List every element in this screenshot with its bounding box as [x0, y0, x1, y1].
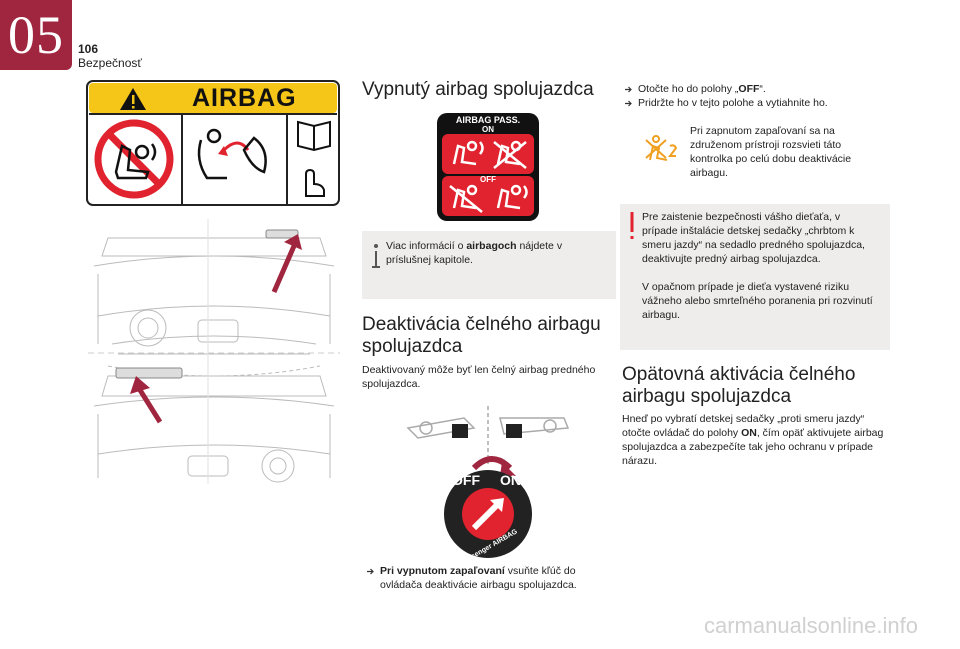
chapter-tab: 05 — [0, 0, 72, 70]
dashboard-illustration — [88, 216, 340, 484]
step-insert-key: Pri vypnutom zapaľovaní vsuňte kľúč do o… — [380, 565, 577, 591]
warning-text-1: Pre zaistenie bezpečnosti vášho dieťaťa,… — [642, 211, 865, 265]
title-reactivation: Opätovná aktivácia čelného airbagu spolu… — [622, 364, 856, 407]
page-number: 106 — [78, 42, 99, 56]
airbag-off-lamp-icon — [644, 134, 680, 164]
warning-icon — [628, 212, 636, 242]
switch-off-label: OFF — [452, 472, 480, 488]
airbag-warning-label: AIRBAG — [86, 80, 340, 206]
section-name: Bezpečnosť — [78, 56, 142, 70]
airbag-label-title: AIRBAG — [192, 84, 297, 112]
step-arrow-icon — [624, 99, 633, 108]
deactivation-text: Deaktivovaný môže byť len čelný airbag p… — [362, 364, 596, 390]
airbag-pass-panel: AIRBAG PASS. ON OFF — [436, 112, 540, 222]
lamp-text: Pri zapnutom zapaľovaní sa na združenom … — [690, 125, 852, 179]
step-hold-remove: Pridržte ho v tejto polohe a vytiahnite … — [638, 97, 828, 109]
key-switch-illustration: OFF ON Passenger AIRBAG — [404, 404, 574, 567]
info-text: Viac informácií o airbagoch nájdete v pr… — [386, 240, 563, 266]
pass-panel-on: ON — [482, 125, 494, 134]
step-arrow-icon — [366, 567, 375, 576]
title-deactivation: Deaktivácia čelného airbagu spolujazdca — [362, 314, 601, 357]
info-icon — [370, 243, 382, 269]
pass-panel-title: AIRBAG PASS. — [455, 115, 521, 125]
step-arrow-icon — [624, 85, 633, 94]
step-turn-off: Otočte ho do polohy „OFF“. — [638, 83, 766, 95]
switch-on-label: ON — [500, 472, 521, 488]
title-passenger-airbag-off: Vypnutý airbag spolujazdca — [362, 79, 594, 100]
warning-text-2: V opačnom prípade je dieťa vystavené riz… — [642, 281, 873, 321]
info-box: Viac informácií o airbagoch nájdete v pr… — [362, 231, 616, 299]
pass-panel-off: OFF — [480, 175, 496, 184]
reactivation-text: Hneď po vybratí detskej sedačky „proti s… — [622, 413, 884, 467]
warning-box: Pre zaistenie bezpečnosti vášho dieťaťa,… — [620, 204, 890, 350]
chapter-number: 05 — [8, 5, 64, 65]
watermark: carmanualsonline.info — [703, 613, 918, 638]
